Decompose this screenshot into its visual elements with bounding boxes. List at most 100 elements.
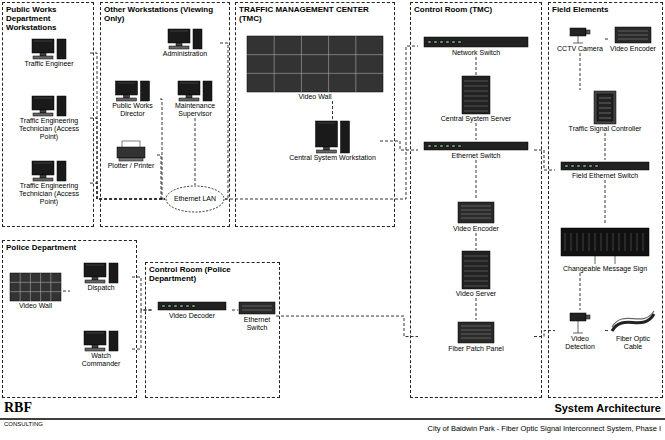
group-heading: Police Department bbox=[3, 241, 136, 254]
icon-part bbox=[561, 162, 649, 170]
icon-part bbox=[461, 334, 491, 335]
icon-part bbox=[452, 41, 455, 43]
icon-part bbox=[109, 331, 118, 351]
icon-part bbox=[461, 338, 491, 339]
icon-part bbox=[124, 95, 130, 98]
box-icon bbox=[608, 25, 658, 45]
icon-part bbox=[643, 233, 644, 251]
icon-part bbox=[301, 36, 302, 92]
device-label: Fiber Patch Panel bbox=[418, 345, 534, 353]
icon-part bbox=[464, 271, 488, 272]
icon-part bbox=[607, 233, 608, 251]
group-region: Network SwitchCentral System ServerEther… bbox=[410, 2, 542, 398]
icon-part bbox=[428, 145, 431, 147]
icon-part bbox=[440, 145, 443, 147]
device-node: Video Server bbox=[418, 250, 534, 298]
device-label: Video Wall bbox=[8, 302, 63, 310]
device-node: Video Detection bbox=[555, 310, 605, 351]
group-region: Traffic EngineerTraffic Engineering Tech… bbox=[2, 2, 94, 227]
group-region: AdministrationPublic Works DirectorMaint… bbox=[100, 2, 230, 227]
icon-part bbox=[316, 121, 338, 147]
icon-part bbox=[424, 37, 528, 47]
device-node: Video Encoder bbox=[608, 25, 658, 53]
icon-part bbox=[141, 81, 150, 101]
icon-part bbox=[464, 276, 488, 277]
icon-part bbox=[324, 147, 330, 150]
network-link bbox=[605, 133, 606, 160]
icon-part bbox=[452, 145, 455, 147]
device-node: Changeable Message Sign bbox=[555, 225, 655, 273]
icon-part bbox=[158, 302, 226, 310]
icon-part bbox=[162, 305, 165, 307]
icon-part bbox=[85, 348, 105, 351]
network-link bbox=[63, 291, 70, 292]
icon-part bbox=[618, 39, 648, 40]
icon-part bbox=[170, 31, 188, 32]
icon-part bbox=[32, 161, 54, 175]
device-node: Traffic Engineer bbox=[8, 38, 90, 68]
icon-part bbox=[458, 202, 494, 223]
cable-icon bbox=[608, 310, 658, 335]
device-label: Field Ethernet Switch bbox=[555, 172, 655, 180]
icon-part bbox=[192, 305, 195, 307]
network-link bbox=[534, 150, 555, 170]
icon-part bbox=[174, 305, 177, 307]
device-label: Maintenance Supervisor bbox=[165, 102, 225, 118]
device-label: Traffic Engineer bbox=[8, 60, 90, 68]
icon-part bbox=[50, 273, 51, 301]
icon-part bbox=[40, 273, 41, 301]
icon-part bbox=[599, 103, 611, 104]
diagram-title: System Architecture bbox=[554, 402, 661, 414]
network-cloud: Ethernet LAN bbox=[165, 185, 225, 213]
device-label: Video Encoder bbox=[418, 225, 534, 233]
group-region: Video DecoderEthernet SwitchControl Room… bbox=[145, 262, 280, 398]
icon-part bbox=[34, 163, 52, 164]
icon-part bbox=[458, 41, 461, 43]
network-link bbox=[90, 53, 165, 199]
device-label: Administration bbox=[150, 50, 220, 58]
icon-part bbox=[461, 330, 491, 331]
group-region: Video WallCentral System WorkstationTRAF… bbox=[235, 2, 395, 227]
icon-part bbox=[461, 210, 491, 211]
icon-part bbox=[247, 54, 383, 55]
icon-part bbox=[618, 31, 648, 32]
network-link bbox=[476, 160, 477, 200]
icon-part bbox=[631, 233, 632, 251]
icon-part bbox=[434, 41, 437, 43]
icon-part bbox=[33, 113, 53, 116]
flat-icon bbox=[152, 300, 232, 312]
device-node: Field Ethernet Switch bbox=[555, 160, 655, 180]
icon-part bbox=[461, 206, 491, 207]
device-node: Fiber Patch Panel bbox=[418, 320, 534, 353]
icon-part bbox=[33, 178, 53, 181]
device-label: Traffic Engineering Technician (Access P… bbox=[8, 117, 90, 141]
icon-part bbox=[464, 101, 488, 102]
icon-part bbox=[318, 123, 336, 124]
group-region: CCTV CameraVideo EncoderTraffic Signal C… bbox=[548, 2, 663, 398]
icon-part bbox=[57, 39, 66, 59]
icon-part bbox=[615, 256, 616, 264]
icon-part bbox=[446, 41, 449, 43]
icon-part bbox=[625, 233, 626, 251]
icon-part bbox=[583, 233, 584, 251]
device-label: Plotter / Printer bbox=[105, 162, 157, 170]
icon-part bbox=[573, 43, 583, 44]
icon-part bbox=[619, 233, 620, 251]
icon-part bbox=[573, 333, 583, 334]
icon-part bbox=[601, 233, 602, 251]
icon-part bbox=[341, 121, 350, 153]
icon-part bbox=[180, 305, 183, 307]
icon-part bbox=[10, 273, 61, 301]
icon-part bbox=[464, 256, 488, 257]
ws-icon bbox=[8, 95, 90, 117]
icon-part bbox=[637, 233, 638, 251]
icon-part bbox=[583, 165, 586, 167]
icon-part bbox=[464, 106, 488, 107]
icon-part bbox=[10, 282, 61, 283]
camera-icon bbox=[555, 25, 605, 45]
icon-part bbox=[464, 81, 488, 82]
network-link bbox=[132, 310, 152, 349]
network-link bbox=[380, 141, 418, 150]
network-link bbox=[534, 331, 555, 337]
icon-part bbox=[92, 345, 98, 348]
